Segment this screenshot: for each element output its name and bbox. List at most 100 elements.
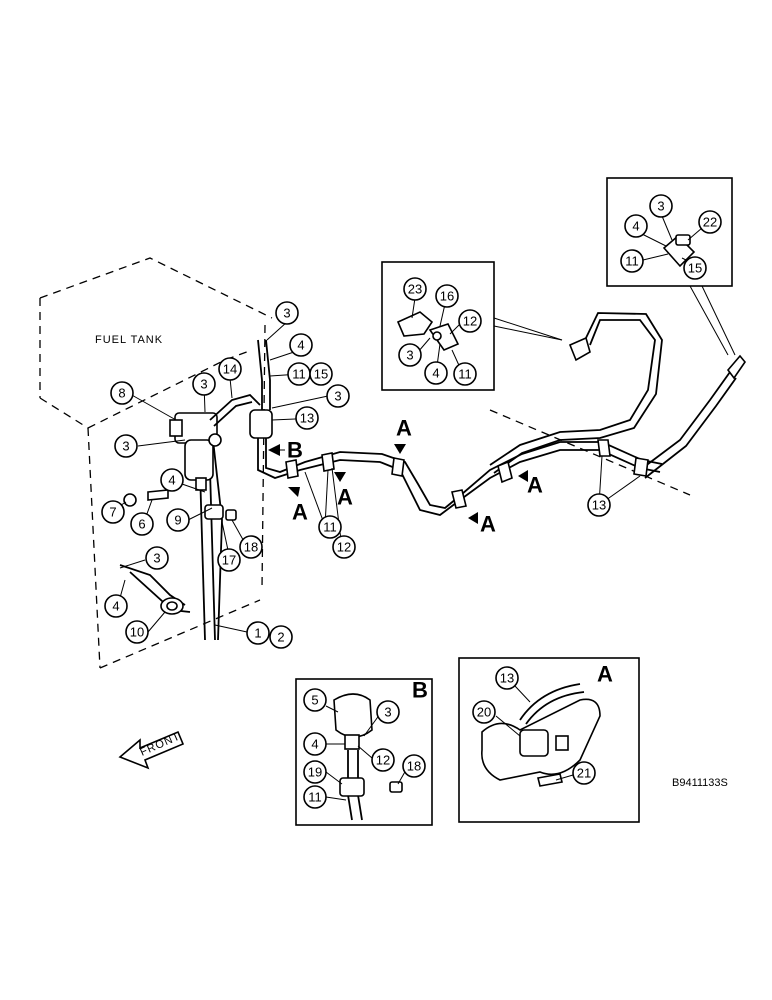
svg-text:16: 16 (440, 289, 454, 304)
callout-3-g: 3 (649, 194, 673, 218)
callout-5: 5 (303, 688, 327, 712)
inset-b-title: B (412, 678, 428, 703)
view-a-marker-5: A (527, 473, 543, 498)
callout-13-c: 13 (495, 666, 519, 690)
svg-text:23: 23 (408, 282, 422, 297)
view-a-marker-1: A (292, 500, 308, 525)
front-direction-arrow: FRONT (118, 730, 185, 770)
end-fittings (568, 336, 747, 380)
callout-6: 6 (130, 512, 154, 536)
inset-top-right (606, 177, 736, 356)
view-a-marker-2: A (337, 485, 353, 510)
callouts-inset-top-right: 3 4 22 11 15 (620, 194, 722, 280)
callout-22: 22 (698, 210, 722, 234)
hose-clamps (285, 439, 649, 509)
callout-3-h: 3 (376, 700, 400, 724)
callout-12-a: 12 (332, 535, 356, 559)
svg-text:14: 14 (223, 362, 237, 377)
svg-text:3: 3 (334, 389, 341, 404)
callout-4-d: 4 (424, 361, 448, 385)
callout-11-a: 11 (287, 362, 311, 386)
svg-text:22: 22 (703, 215, 717, 230)
callouts-inset-top-middle: 23 16 12 3 4 11 (398, 277, 482, 386)
callout-21: 21 (572, 761, 596, 785)
svg-text:20: 20 (477, 705, 491, 720)
svg-text:12: 12 (376, 753, 390, 768)
svg-text:4: 4 (311, 737, 318, 752)
callout-14: 14 (218, 357, 242, 381)
callout-3-a: 3 (275, 301, 299, 325)
callout-4-f: 4 (303, 732, 327, 756)
callout-3-c: 3 (192, 372, 216, 396)
callout-18-b: 18 (402, 754, 426, 778)
svg-text:11: 11 (308, 790, 322, 805)
svg-text:7: 7 (109, 505, 116, 520)
svg-text:3: 3 (406, 348, 413, 363)
svg-text:4: 4 (632, 219, 639, 234)
svg-text:4: 4 (168, 473, 175, 488)
callout-9: 9 (166, 508, 190, 532)
callout-12-b: 12 (458, 309, 482, 333)
svg-text:17: 17 (222, 553, 236, 568)
svg-text:18: 18 (244, 540, 258, 555)
view-a-marker-4: A (480, 512, 496, 537)
callout-8: 8 (110, 381, 134, 405)
view-b-marker: B (287, 438, 303, 463)
svg-text:11: 11 (458, 367, 472, 382)
callout-4-c: 4 (104, 594, 128, 618)
svg-text:13: 13 (300, 411, 314, 426)
supply-hoses (209, 312, 737, 516)
callout-11-b: 11 (318, 515, 342, 539)
svg-text:5: 5 (311, 693, 318, 708)
svg-text:10: 10 (130, 625, 144, 640)
pipe-clip (204, 504, 237, 521)
grommet (160, 597, 184, 615)
callout-20: 20 (472, 700, 496, 724)
svg-text:3: 3 (153, 551, 160, 566)
svg-text:3: 3 (657, 199, 664, 214)
callout-23: 23 (403, 277, 427, 301)
svg-text:15: 15 (688, 261, 702, 276)
callout-3-e: 3 (145, 546, 169, 570)
inset-top-middle (381, 261, 563, 391)
svg-text:3: 3 (122, 439, 129, 454)
svg-text:1: 1 (254, 626, 261, 641)
callouts-inset-b: 5 3 4 12 19 18 11 (303, 688, 426, 809)
view-a-marker-3: A (396, 416, 412, 441)
svg-text:18: 18 (407, 759, 421, 774)
callout-1: 1 (246, 621, 270, 645)
inset-a-title: A (597, 662, 613, 687)
svg-text:2: 2 (277, 630, 284, 645)
svg-text:13: 13 (500, 671, 514, 686)
callout-4-e: 4 (624, 214, 648, 238)
svg-text:8: 8 (118, 386, 125, 401)
view-arrows: B A A A A A (268, 416, 543, 537)
callouts-inset-a: 13 20 21 (472, 666, 596, 785)
svg-text:6: 6 (138, 517, 145, 532)
svg-text:11: 11 (323, 520, 337, 535)
bolt-parts (123, 489, 169, 507)
callout-2: 2 (269, 625, 293, 649)
callouts-main: 3 4 11 15 3 13 14 3 8 3 4 7 6 9 17 18 3 … (101, 301, 611, 649)
callout-12-c: 12 (371, 748, 395, 772)
frame-member (489, 409, 691, 496)
svg-text:11: 11 (625, 254, 639, 269)
svg-text:3: 3 (384, 705, 391, 720)
callout-11-d: 11 (620, 249, 644, 273)
svg-text:4: 4 (432, 366, 439, 381)
callout-3-b: 3 (326, 384, 350, 408)
fuel-tank-outline (39, 257, 273, 669)
svg-text:13: 13 (592, 498, 606, 513)
inset-a: A (458, 657, 640, 823)
callout-3-d: 3 (114, 434, 138, 458)
callout-3-f: 3 (398, 343, 422, 367)
callout-19: 19 (303, 760, 327, 784)
callout-17: 17 (217, 548, 241, 572)
svg-text:3: 3 (200, 377, 207, 392)
fuel-tank-label: FUEL TANK (95, 334, 163, 346)
callout-18-a: 18 (239, 535, 263, 559)
callout-10: 10 (125, 620, 149, 644)
fuel-filter (169, 412, 222, 491)
callout-4-a: 4 (289, 333, 313, 357)
